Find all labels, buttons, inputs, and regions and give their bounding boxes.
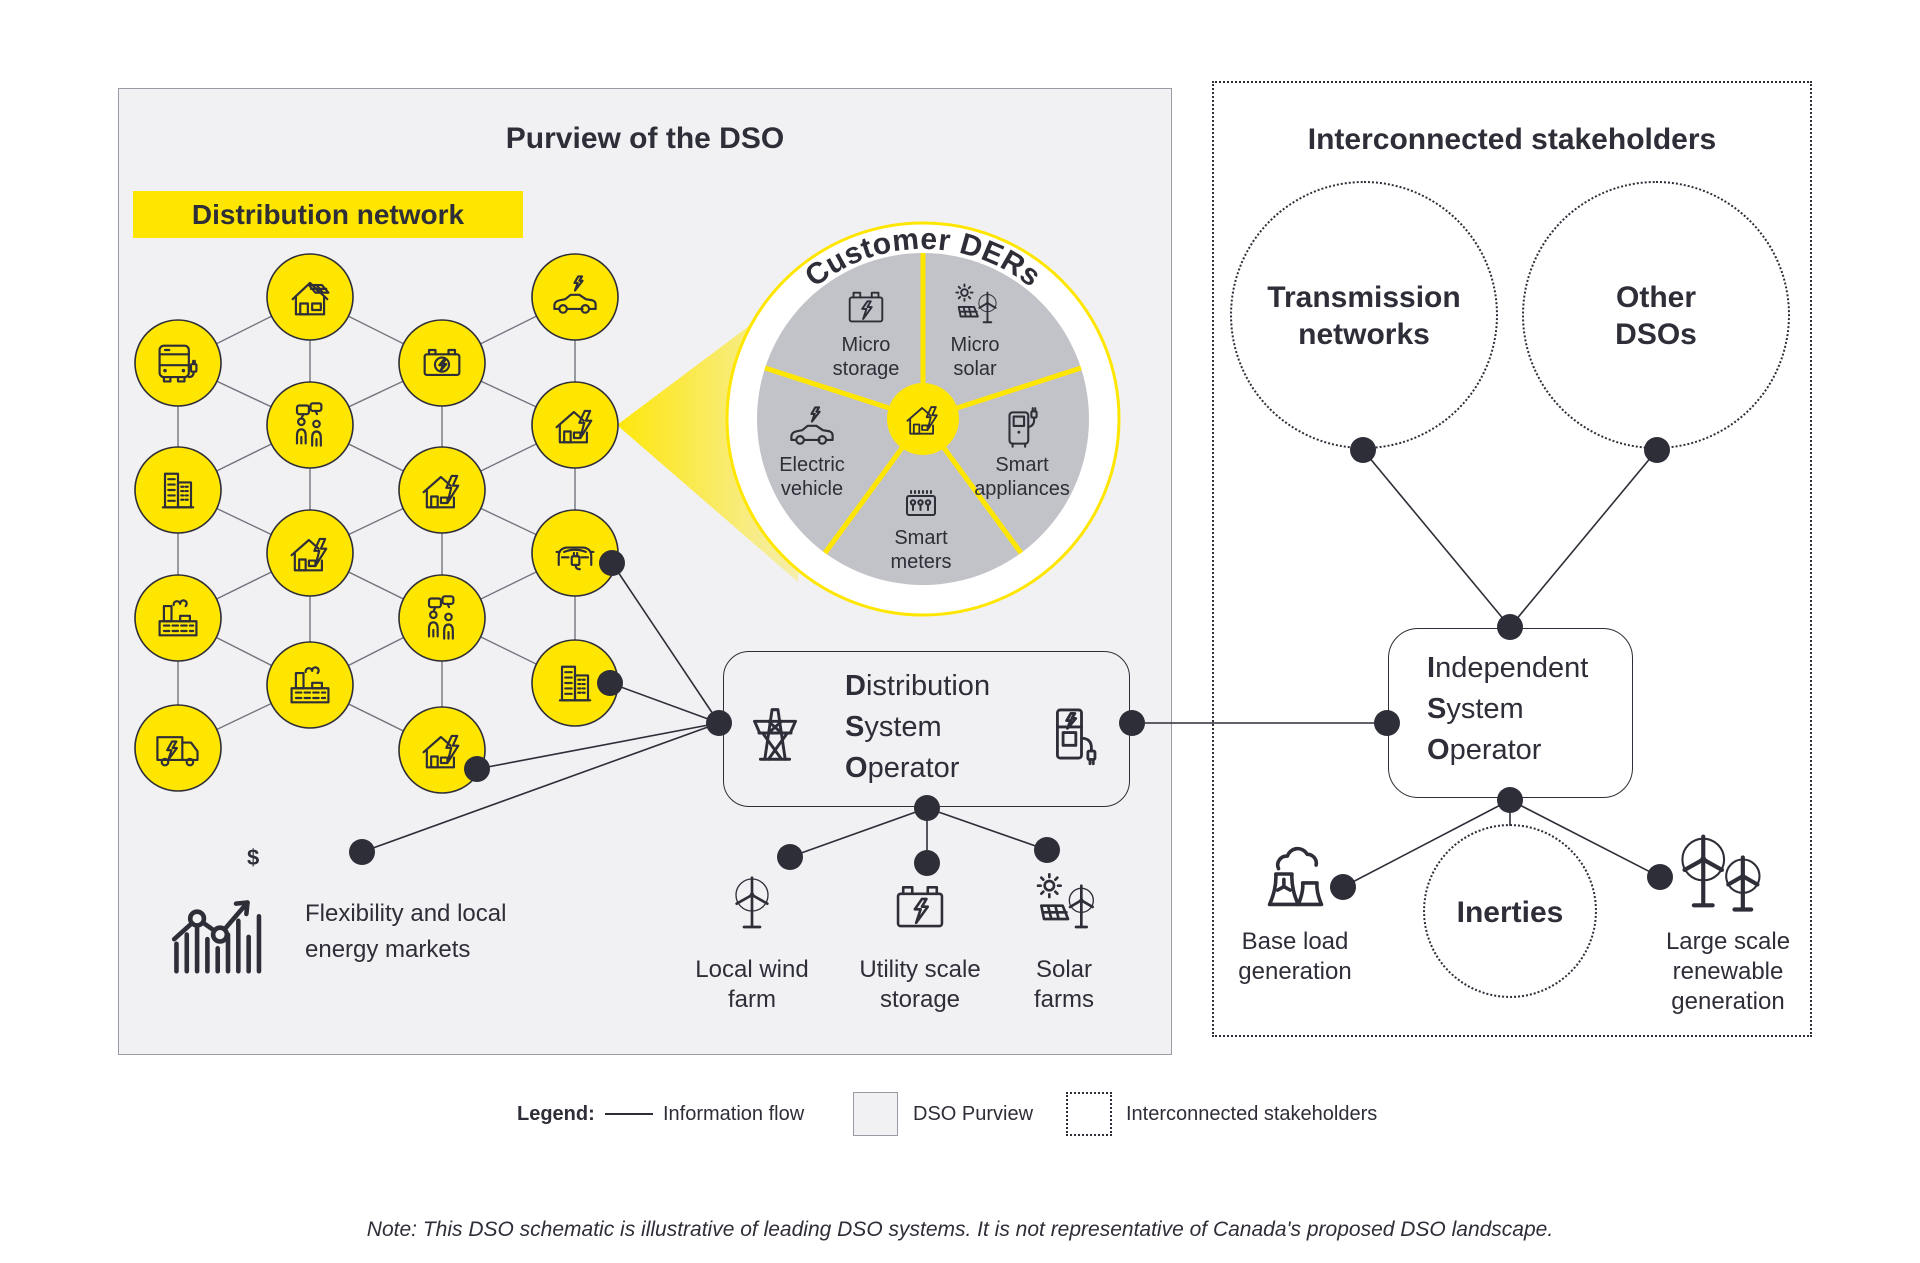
ders-center-circle <box>887 383 959 455</box>
node-house-energy-3 <box>398 706 486 794</box>
iso-box <box>1388 628 1633 798</box>
node-people-talking <box>266 381 354 469</box>
information-flow-lines <box>361 449 1661 888</box>
ev-charger-icon <box>1055 708 1097 766</box>
flexibility-markets-icon <box>174 903 259 972</box>
node-factory <box>134 574 222 662</box>
solar-farms-icon <box>1036 872 1095 929</box>
distribution-network-nodes <box>134 253 619 794</box>
node-electric-bus <box>134 319 222 407</box>
node-house-energy <box>266 509 354 597</box>
node-people-talking-2 <box>398 574 486 662</box>
node-office-building <box>134 446 222 534</box>
customer-ders-wheel: Customer DERs <box>725 221 1121 617</box>
utility-scale-storage-icon <box>896 886 944 928</box>
network-edges <box>177 296 576 751</box>
distribution-network-banner: Distribution network <box>133 191 523 238</box>
connection-dots <box>349 437 1673 900</box>
wind-farm-icon <box>1682 837 1759 910</box>
local-wind-farm-icon <box>734 876 770 929</box>
node-house-energy-4 <box>531 381 619 469</box>
transmission-tower-icon <box>753 708 797 761</box>
node-electric-car <box>531 253 619 341</box>
nuclear-plant-icon <box>1267 846 1324 907</box>
node-house-energy-2 <box>398 446 486 534</box>
transmission-networks-circle <box>1230 181 1498 449</box>
ders-segment-dividers <box>764 253 1082 555</box>
other-dsos-circle <box>1522 181 1790 449</box>
node-factory-2 <box>266 641 354 729</box>
node-electric-truck <box>134 704 222 792</box>
node-battery <box>398 319 486 407</box>
node-solar-house <box>266 253 354 341</box>
